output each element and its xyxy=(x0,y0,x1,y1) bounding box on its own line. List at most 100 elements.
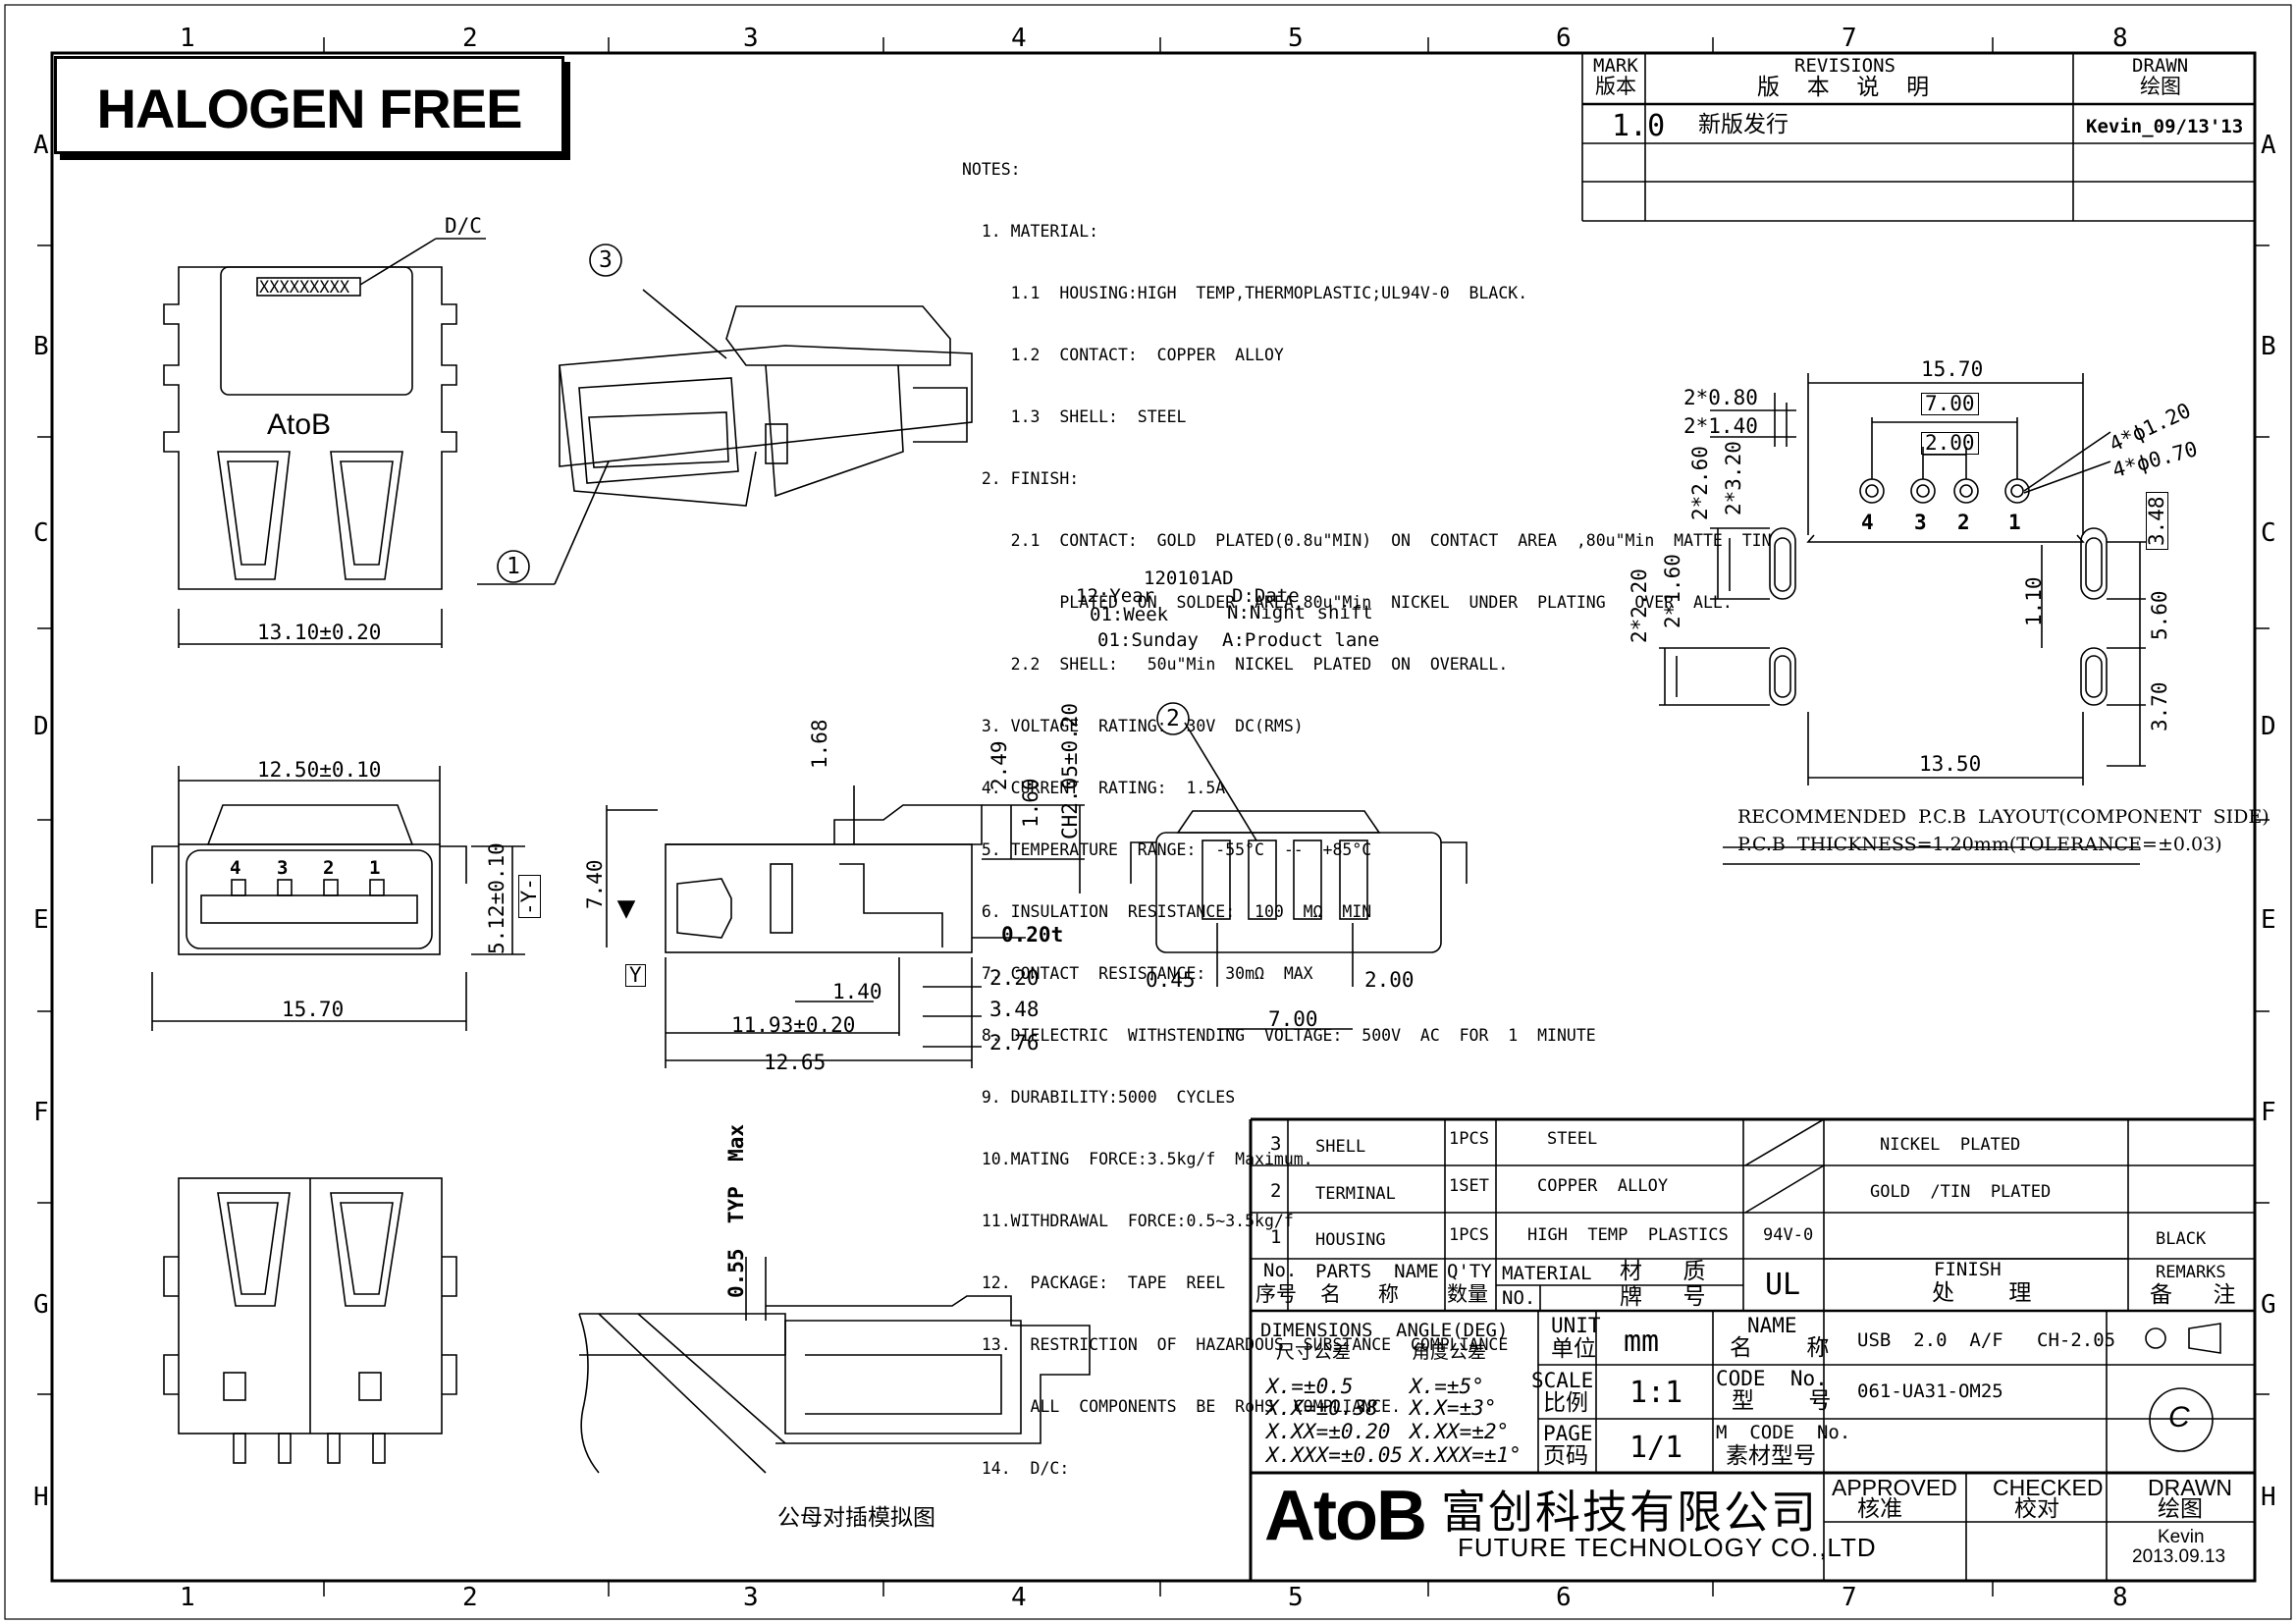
tb-approved-cn: 核准 xyxy=(1857,1496,1902,1522)
bom-row-1-part: HOUSING xyxy=(1315,1230,1386,1250)
note-line: 10.MATING FORCE:3.5kg/f Maximum. xyxy=(962,1150,1313,1168)
dim-side-0-20t: 0.20t xyxy=(1001,923,1064,947)
tb-drawn-cn: 绘图 xyxy=(2158,1496,2203,1522)
dim-front-bottom: 15.70 xyxy=(282,998,345,1021)
pcb-dim-2x1-60: 2*1.60 xyxy=(1661,554,1684,628)
note-line: 1.2 CONTACT: COPPER ALLOY xyxy=(962,346,1284,364)
mating-caption: 公母对插模拟图 xyxy=(777,1505,935,1531)
bottom-view-drawing xyxy=(163,1177,457,1464)
grid-row-f: F xyxy=(33,1098,49,1127)
company-name-en: FUTURE TECHNOLOGY CO.,LTD xyxy=(1458,1533,1877,1562)
balloon-1-label: 1 xyxy=(507,554,520,579)
tb-name: NAME xyxy=(1747,1314,1797,1337)
dc-code: 120101AD xyxy=(1144,568,1234,589)
note-line: 12. PACKAGE: TAPE REEL xyxy=(962,1273,1226,1292)
tb-approved: APPROVED xyxy=(1832,1475,1957,1500)
tb-scale-cn: 比例 xyxy=(1543,1390,1588,1416)
datum-y-side: Y xyxy=(625,964,646,987)
bom-row-1-remark: BLACK xyxy=(2156,1229,2207,1249)
grid-row-b-right: B xyxy=(2261,332,2276,361)
balloon-1-circle xyxy=(497,550,530,583)
bom-row-2-material: COPPER ALLOY xyxy=(1537,1176,1669,1196)
tb-name-cn: 名 称 xyxy=(1730,1335,1830,1361)
note-line: 5. TEMPERATURE RANGE: -55°C -- +85°C xyxy=(962,840,1372,859)
note-line: 14. D/C: xyxy=(962,1459,1070,1478)
balloon-2-circle xyxy=(1156,702,1190,735)
dim-end-2-00: 2.00 xyxy=(1364,968,1415,992)
dc-sunday: 01:Sunday xyxy=(1097,629,1199,651)
revision-table-lines xyxy=(1581,53,2255,222)
note-line: 7. CONTACT RESISTANCE: 30mΩ MAX xyxy=(962,964,1313,983)
note-line: 3. VOLTAGE RATING: 30V DC(RMS) xyxy=(962,717,1304,735)
note-line: 8. DIELECTRIC WITHSTENDING VOLTAGE: 500V… xyxy=(962,1026,1596,1045)
top-view-drawing xyxy=(163,238,486,648)
tb-angle: ANGLE(DEG) xyxy=(1396,1320,1509,1341)
grid-row-a-right: A xyxy=(2261,131,2276,160)
front-pin-1: 1 xyxy=(369,857,381,879)
rev-drawn-en: DRAWN xyxy=(2132,55,2189,77)
rev-row-mark: 1.0 xyxy=(1612,109,1666,143)
grid-col-3: 3 xyxy=(743,24,759,53)
company-name-cn: 富创科技有限公司 xyxy=(1441,1486,1818,1539)
bom-header-remark-cn: 备 注 xyxy=(2150,1282,2236,1308)
bom-table-lines xyxy=(1249,1117,2255,1581)
balloon-2-label: 2 xyxy=(1166,706,1180,731)
note-line: ALL COMPONENTS BE RoHS COMPLIANCE. xyxy=(962,1397,1402,1416)
rev-revisions-en: REVISIONS xyxy=(1794,55,1896,77)
grid-row-d-right: D xyxy=(2261,712,2276,741)
balloon-3-circle xyxy=(589,244,622,277)
dim-front-side: 5.12±0.10 xyxy=(485,842,508,954)
tb-unit: UNIT xyxy=(1551,1314,1601,1337)
notes-block: NOTES: 1. MATERIAL: 1.1 HOUSING:HIGH TEM… xyxy=(962,118,1772,1499)
tb-unit-val: mm xyxy=(1624,1325,1660,1359)
note-line: 2.1 CONTACT: GOLD PLATED(0.8u"MIN) ON CO… xyxy=(962,531,1772,550)
pcb-dim-2x1-40: 2*1.40 xyxy=(1683,414,1758,438)
datum-y-box: -Y- xyxy=(517,875,541,918)
note-line: 9. DURABILITY:5000 CYCLES xyxy=(962,1088,1236,1107)
pcb-pin-1: 1 xyxy=(2008,511,2021,534)
bom-header-grade-cn: 牌 号 xyxy=(1620,1284,1706,1310)
rev-mark-cn: 版本 xyxy=(1595,75,1636,98)
grid-col-2-bottom: 2 xyxy=(462,1583,478,1612)
tb-page-val: 1/1 xyxy=(1629,1431,1683,1465)
pcb-dim-1-10: 1.10 xyxy=(2022,576,2046,626)
dim-side-11-93: 11.93±0.20 xyxy=(731,1013,856,1037)
tb-angle-cn: 角度公差 xyxy=(1412,1341,1487,1363)
balloon-3-label: 3 xyxy=(599,247,613,273)
symbol-projection-cone xyxy=(2188,1323,2221,1354)
pcb-dim-2x2-60: 2*2.60 xyxy=(1688,446,1712,520)
dim-front-top: 12.50±0.10 xyxy=(257,758,382,782)
grid-row-d: D xyxy=(33,712,49,741)
halogen-free-banner: HALOGEN FREE xyxy=(54,56,564,154)
tb-tol-lin-1: X.X=±0.38 xyxy=(1266,1396,1378,1420)
tb-checked-cn: 校对 xyxy=(2014,1496,2059,1522)
pcb-caption-2: P.C.B THICKNESS=1.20mm(TOLERANCE=±0.03) xyxy=(1737,834,2222,855)
pcb-dim-2-00: 2.00 xyxy=(1921,432,1979,455)
pcb-pin-2: 2 xyxy=(1957,511,1970,534)
dim-side-1-68: 1.68 xyxy=(808,719,831,769)
symbol-projection-circle xyxy=(2145,1327,2166,1349)
dim-side-3-48: 3.48 xyxy=(989,998,1040,1021)
inner-frame xyxy=(50,51,2257,1583)
dc-lane: A:Product lane xyxy=(1222,629,1380,651)
grid-col-7-bottom: 7 xyxy=(1842,1583,1857,1612)
note-line: 6. INSULATION RESISTANCE: 100 MΩ MIN xyxy=(962,902,1372,921)
dim-side-12-65: 12.65 xyxy=(764,1051,827,1074)
pcb-layout-drawing xyxy=(1659,373,2146,865)
tb-page-cn: 页码 xyxy=(1543,1443,1588,1469)
note-line: 1.3 SHELL: STEEL xyxy=(962,407,1187,426)
grid-row-g: G xyxy=(33,1290,49,1320)
grid-col-8-bottom: 8 xyxy=(2112,1583,2128,1612)
tb-tol-lin-0: X.=±0.5 xyxy=(1266,1375,1354,1398)
bom-header-part: PARTS NAME xyxy=(1315,1261,1439,1282)
mating-view-drawing xyxy=(578,1257,1091,1474)
grid-row-h-right: H xyxy=(2261,1483,2276,1512)
pcb-dim-2x2-20: 2*2.20 xyxy=(1628,568,1651,643)
bom-header-material: MATERIAL xyxy=(1502,1263,1592,1284)
tb-dimensions: DIMENSIONS xyxy=(1260,1320,1373,1341)
side-view-drawing xyxy=(606,785,1085,1068)
front-pin-3: 3 xyxy=(277,857,289,879)
rev-row-drawn: Kevin_09/13'13 xyxy=(2086,116,2244,137)
rev-revisions-cn: 版 本 说 明 xyxy=(1757,75,1930,100)
grid-col-4: 4 xyxy=(1011,24,1027,53)
